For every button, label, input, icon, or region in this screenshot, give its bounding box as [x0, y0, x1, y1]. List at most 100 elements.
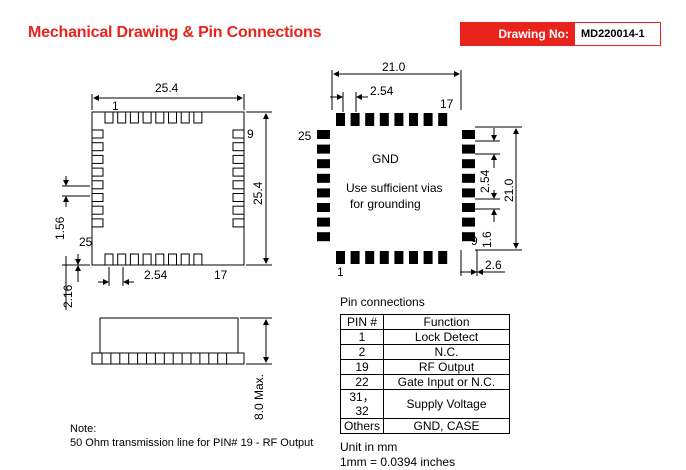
pad — [365, 113, 375, 126]
top-view-pin — [232, 193, 245, 202]
pad-layout-view — [317, 70, 522, 276]
function-cell: Lock Detect — [383, 329, 510, 345]
pad — [462, 203, 475, 212]
top-view-pin — [142, 111, 152, 124]
top-view-pin — [232, 180, 245, 190]
pad — [394, 251, 404, 264]
top-view-pin — [117, 253, 127, 266]
top-view-pin — [91, 154, 104, 164]
top-view-height-label: 25.4 — [251, 181, 265, 205]
pad-layout-right-pads — [462, 130, 475, 242]
pad — [409, 113, 418, 126]
pad — [438, 113, 448, 126]
pad — [336, 251, 345, 264]
pad — [379, 251, 389, 264]
top-view-pin — [91, 193, 104, 202]
pad-layout-pin-1: 1 — [337, 265, 344, 279]
pad — [462, 144, 475, 154]
function-cell: Gate Input or N.C. — [383, 374, 510, 390]
pad — [438, 251, 448, 264]
top-view-pin — [168, 253, 177, 266]
note-heading: Note: — [70, 423, 97, 435]
pad — [423, 251, 433, 264]
top-view-right-pins — [232, 129, 245, 228]
top-view-pin — [155, 111, 165, 124]
top-view-left-pins — [91, 129, 104, 228]
pad — [350, 113, 360, 126]
function-cell: N.C. — [383, 344, 510, 360]
top-view-pin — [232, 218, 245, 228]
pin-connections-title: Pin connections — [340, 295, 425, 309]
pad-layout-width-label: 21.0 — [382, 60, 406, 74]
pad-layout-height-label: 21.0 — [502, 178, 516, 202]
function-cell: GND, CASE — [383, 418, 510, 434]
pad-layout-pin-9: 9 — [471, 234, 478, 248]
top-view-pin — [129, 253, 139, 266]
units-line-2: 1mm = 0.0394 inches — [340, 455, 456, 469]
top-view-pin — [91, 167, 104, 177]
pad — [462, 217, 475, 227]
pad — [409, 251, 418, 264]
top-view-pin — [129, 111, 139, 124]
pin-cell: 31，32 — [340, 389, 384, 419]
transmission-line-note: Note: 50 Ohm transmission line for PIN# … — [70, 422, 313, 450]
pad — [317, 232, 330, 242]
units-line-1: Unit in mm — [340, 440, 398, 454]
drawing-title: Mechanical Drawing & Pin Connections — [28, 24, 322, 41]
pad — [317, 217, 330, 227]
pad-layout-left-pads — [317, 130, 330, 242]
top-view-edge-label: 2.16 — [61, 284, 75, 308]
pad — [379, 113, 389, 126]
pin-cell: 1 — [340, 329, 384, 345]
pad-layout-via-note-2: for grounding — [350, 197, 421, 211]
pad — [317, 144, 330, 154]
top-view-pin — [117, 111, 127, 124]
function-cell: RF Output — [383, 359, 510, 375]
top-view-pin — [91, 142, 104, 152]
pad-layout-pad-extent-label: 2.6 — [485, 258, 502, 272]
top-view-pin — [104, 111, 114, 124]
top-view-pin — [91, 218, 104, 228]
pad — [365, 251, 375, 264]
pad — [462, 159, 475, 169]
top-view-offset-label: 1.56 — [53, 216, 67, 240]
table-header-row: PIN # Function — [340, 314, 510, 330]
top-view-pin — [232, 142, 245, 152]
side-view — [91, 317, 272, 365]
top-view-pin — [91, 129, 104, 139]
pad-layout-top-pads — [336, 113, 448, 126]
drawing-number-box: Drawing No: MD220014-1 — [460, 22, 661, 46]
top-view-pin — [104, 253, 114, 266]
pad — [317, 173, 330, 183]
pad-layout-side-pitch-label: 2.54 — [478, 169, 492, 193]
pad-layout-pin-25: 25 — [298, 129, 312, 143]
function-cell: Supply Voltage — [383, 389, 510, 419]
top-view-pin — [91, 180, 104, 190]
top-view-pin — [91, 205, 104, 215]
pad-layout-pin-17: 17 — [440, 97, 454, 111]
pad-layout-center-label: GND — [372, 152, 399, 166]
pin-cell: 19 — [340, 359, 384, 375]
pad-layout-pad-length-label: 1.6 — [480, 231, 494, 248]
top-view-pin — [193, 111, 203, 124]
top-view-pin — [232, 154, 245, 164]
pin-column-header: PIN # — [340, 314, 384, 330]
pad — [462, 130, 475, 139]
pad — [317, 188, 330, 198]
top-view-pin-17: 17 — [214, 268, 228, 282]
pad — [462, 188, 475, 198]
top-view-pin-1: 1 — [112, 99, 119, 113]
pad — [394, 113, 404, 126]
top-view-pin — [155, 253, 165, 266]
units-note: Unit in mm 1mm = 0.0394 inches — [340, 440, 455, 470]
pad — [462, 232, 475, 242]
top-view — [62, 94, 272, 310]
drawing-number-label: Drawing No: — [461, 23, 575, 45]
pin-cell: 22 — [340, 374, 384, 390]
top-view-width-label: 25.4 — [155, 81, 179, 95]
